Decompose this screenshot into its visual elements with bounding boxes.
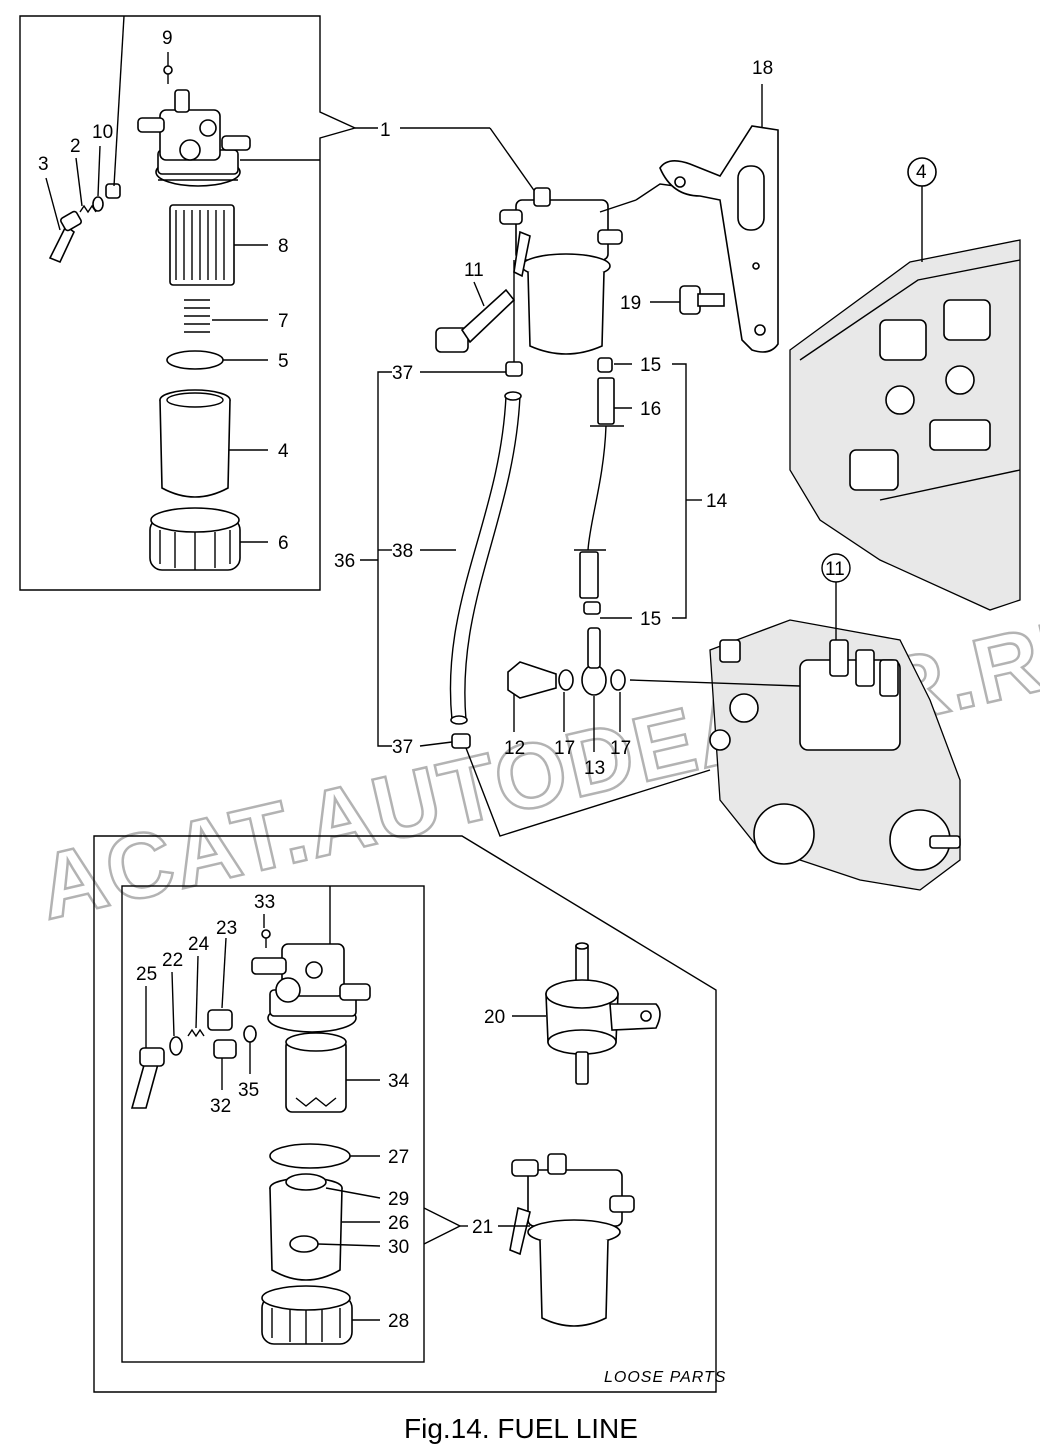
small-parts-loose (130, 914, 271, 1109)
fuel-injection-pump (709, 553, 961, 891)
assembled-filter-part-21 (498, 1153, 635, 1327)
callout-7: 7 (278, 311, 289, 332)
callout-1: 1 (380, 120, 391, 141)
callout-15-bottom: 15 (640, 609, 661, 630)
filter-element-part-34 (285, 1032, 380, 1113)
spring-part-7 (184, 299, 268, 333)
filter-head-loose (251, 886, 371, 1033)
cylinder-head (789, 157, 1021, 611)
filter-head-exploded (137, 89, 320, 187)
callout-11: 11 (464, 260, 484, 281)
callout-3: 3 (38, 154, 49, 175)
callout-27: 27 (388, 1147, 409, 1168)
inline-filter-part-20 (512, 942, 661, 1085)
callout-15-top: 15 (640, 355, 661, 376)
callout-30: 30 (388, 1237, 409, 1258)
o-ring-part-5 (166, 350, 268, 370)
callout-25: 25 (136, 964, 157, 985)
center-fuel-filter-assembly (400, 127, 676, 355)
callout-37-bottom: 37 (392, 737, 413, 758)
callout-4-cylinder-head: 4 (916, 162, 927, 183)
ring-nut-part-28 (261, 1285, 380, 1345)
callout-5: 5 (278, 351, 289, 372)
loose-parts-box (93, 835, 717, 1393)
callout-22: 22 (162, 950, 183, 971)
callout-12: 12 (504, 738, 525, 759)
callout-38: 38 (392, 541, 413, 562)
fuel-lines (360, 260, 801, 837)
callout-23: 23 (216, 918, 237, 939)
callout-28: 28 (388, 1311, 409, 1332)
callout-18: 18 (752, 58, 773, 79)
bowl-part-26 (269, 1173, 381, 1281)
callout-13: 13 (584, 758, 605, 779)
bolt-part-19 (650, 285, 725, 315)
o-ring-part-27 (269, 1143, 380, 1169)
callout-14: 14 (706, 491, 728, 512)
callout-16: 16 (640, 399, 661, 420)
callout-37-top: 37 (392, 363, 413, 384)
callout-34: 34 (388, 1071, 410, 1092)
figure-caption: Fig.14. FUEL LINE (404, 1413, 638, 1444)
loose-parts-label: LOOSE PARTS (604, 1369, 726, 1386)
callout-8: 8 (278, 236, 289, 257)
callout-17-right: 17 (610, 738, 631, 759)
callout-26: 26 (388, 1213, 409, 1234)
callout-9: 9 (162, 28, 173, 49)
bowl-part-4 (159, 389, 268, 498)
callout-29: 29 (388, 1189, 409, 1210)
callout-4: 4 (278, 441, 289, 462)
filter-element-part-8 (169, 204, 268, 286)
callout-24: 24 (188, 934, 210, 955)
screw-part-9 (163, 65, 173, 84)
callout-32: 32 (210, 1096, 231, 1117)
small-parts-2-10 (79, 183, 121, 214)
callout-19: 19 (620, 293, 641, 314)
callout-2: 2 (70, 136, 81, 157)
bolt-part-11 (435, 281, 516, 353)
callout-33: 33 (254, 892, 275, 913)
lever-part-3 (48, 210, 82, 264)
callout-11-pump: 11 (825, 559, 845, 580)
callout-labels: 1 2 3 4 4 5 6 7 8 9 10 11 11 12 13 14 15… (38, 28, 927, 1332)
callout-36: 36 (334, 551, 355, 572)
callout-17-left: 17 (554, 738, 575, 759)
bracket-part-18 (659, 84, 779, 353)
ring-nut-part-6 (149, 507, 268, 571)
top-left-exploded-filter-box (19, 15, 378, 591)
callout-35: 35 (238, 1080, 259, 1101)
callout-20: 20 (484, 1007, 505, 1028)
callout-10: 10 (92, 122, 113, 143)
callout-21: 21 (472, 1217, 493, 1238)
callout-6: 6 (278, 533, 289, 554)
